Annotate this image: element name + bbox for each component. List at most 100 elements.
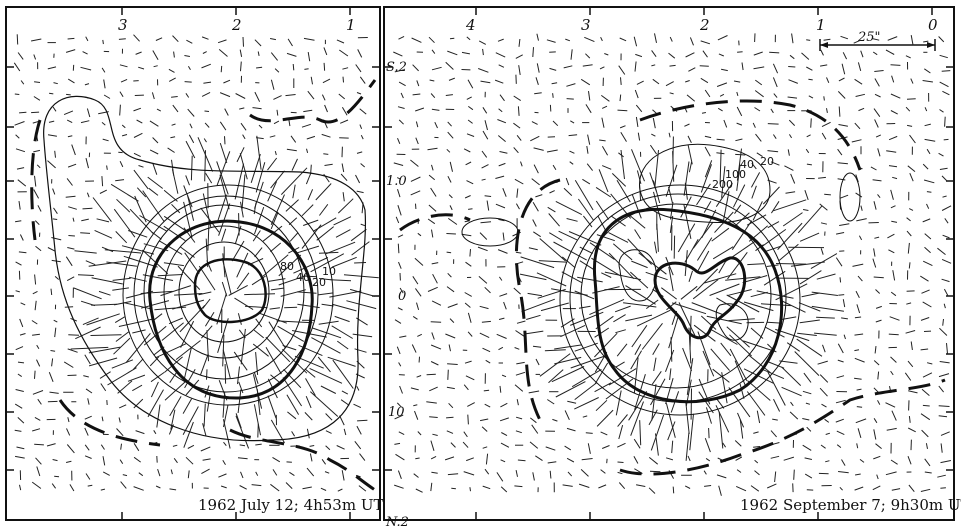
polarization-vector xyxy=(67,348,78,353)
polarization-vector xyxy=(769,51,780,54)
polarization-vector xyxy=(890,64,901,66)
polarization-vector xyxy=(461,233,472,237)
polarization-vector xyxy=(464,292,472,297)
polarization-vector xyxy=(252,343,269,357)
polarization-vector xyxy=(125,332,151,363)
polarization-vector xyxy=(31,320,38,325)
polarization-vector xyxy=(284,306,298,309)
polarization-vector xyxy=(551,366,585,383)
polarization-vector xyxy=(636,80,644,85)
polarization-vector xyxy=(17,373,22,378)
polarization-vector xyxy=(875,443,882,449)
polarization-vector xyxy=(467,402,475,407)
polarization-vector xyxy=(705,457,711,462)
polarization-vector xyxy=(574,397,599,410)
polarization-vector xyxy=(875,134,882,138)
polarization-vector xyxy=(615,329,626,334)
polarization-vector xyxy=(921,388,930,396)
polarization-vector xyxy=(755,133,762,142)
polarization-vector xyxy=(100,444,105,450)
polarization-vector xyxy=(762,186,780,205)
polarization-vector xyxy=(561,256,576,269)
polarization-vector xyxy=(682,347,693,372)
polarization-vector xyxy=(580,469,589,477)
polarization-vector xyxy=(325,241,356,255)
polarization-vector xyxy=(63,361,74,368)
polarization-vector xyxy=(790,261,825,267)
polarization-vector xyxy=(923,179,935,184)
polarization-vector xyxy=(431,229,434,238)
polarization-vector xyxy=(877,148,881,157)
polarization-vector xyxy=(716,82,728,87)
polarization-vector xyxy=(715,405,730,433)
polarization-vector xyxy=(944,218,949,224)
polarization-vector xyxy=(172,444,178,447)
polarization-vector xyxy=(722,191,730,225)
polarization-vector xyxy=(652,117,656,129)
polarization-vector xyxy=(692,279,719,300)
polarization-vector xyxy=(513,287,521,295)
polarization-vector xyxy=(661,287,677,300)
polarization-vector xyxy=(415,121,419,128)
polarization-vector xyxy=(495,175,505,179)
polarization-vector xyxy=(924,471,932,474)
polarization-vector xyxy=(890,291,897,297)
polarization-vector xyxy=(360,223,366,227)
polarization-vector xyxy=(484,120,488,131)
polarization-vector xyxy=(629,214,646,229)
polarization-vector xyxy=(303,37,315,41)
polarization-vector xyxy=(926,203,930,209)
polarization-vector xyxy=(697,250,710,272)
polarization-vector xyxy=(634,344,642,355)
polarization-vector xyxy=(481,150,488,158)
polarization-vector xyxy=(352,333,373,338)
polarization-vector xyxy=(393,51,403,57)
left-dashed-zero-contour xyxy=(30,79,377,492)
polarization-vector xyxy=(701,112,706,114)
polarization-vector xyxy=(54,150,56,158)
polarization-vector xyxy=(498,218,505,222)
polarization-vector xyxy=(770,161,780,166)
polarization-vector xyxy=(602,445,610,449)
polarization-vector xyxy=(872,179,882,182)
polarization-vector xyxy=(806,66,813,71)
polarization-vector xyxy=(704,485,712,487)
polarization-vector xyxy=(102,471,110,476)
polarization-vector xyxy=(51,237,62,241)
polarization-vector xyxy=(857,275,863,282)
polarization-vector xyxy=(158,240,183,255)
polarization-vector xyxy=(280,289,306,297)
polarization-vector xyxy=(309,367,343,384)
polarization-vector xyxy=(539,238,566,262)
polarization-vector xyxy=(356,190,364,194)
polarization-vector xyxy=(775,263,807,265)
polarization-vector xyxy=(315,183,332,201)
polarization-vector xyxy=(667,421,676,441)
polarization-vector xyxy=(71,144,76,156)
polarization-vector xyxy=(836,430,845,436)
polarization-vector xyxy=(735,138,743,142)
polarization-vector xyxy=(399,287,404,294)
polarization-vector xyxy=(641,322,663,350)
polarization-vector xyxy=(498,162,506,167)
polarization-vector xyxy=(723,119,728,128)
polarization-vector xyxy=(565,38,571,42)
polarization-vector xyxy=(411,344,417,353)
polarization-vector xyxy=(733,80,741,83)
polarization-vector xyxy=(670,337,673,362)
polarization-vector xyxy=(34,220,40,226)
polarization-vector xyxy=(152,162,158,175)
polarization-vector xyxy=(307,90,315,100)
polarization-vector xyxy=(267,181,278,202)
polarization-vector xyxy=(171,203,181,214)
polarization-vector xyxy=(920,488,931,492)
polarization-vector xyxy=(939,327,948,336)
polarization-vector xyxy=(554,344,582,350)
polarization-vector xyxy=(717,107,723,112)
polarization-vector xyxy=(651,50,657,57)
polarization-vector xyxy=(307,52,311,62)
polarization-vector xyxy=(219,174,230,210)
polarization-vector xyxy=(497,135,506,142)
right-small-contour-west xyxy=(461,217,519,247)
